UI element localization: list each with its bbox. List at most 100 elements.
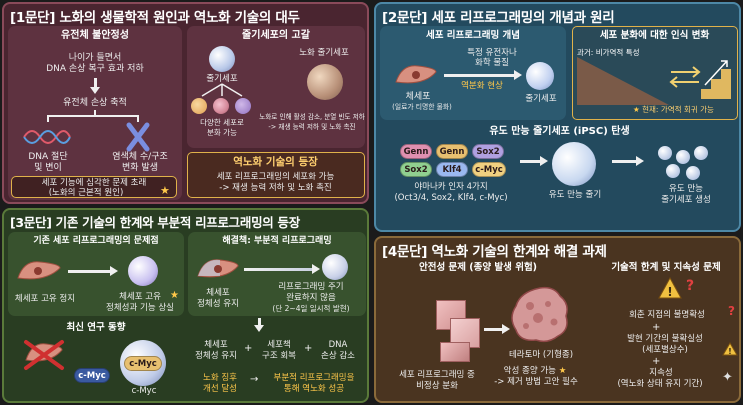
- swap-arrows-icon: [669, 66, 701, 88]
- somatic-2: (일료가 티명한 물화): [392, 103, 452, 111]
- svg-text:!: !: [728, 347, 732, 356]
- partial-cell-icon: [197, 259, 239, 278]
- warning-icon-2: !: [722, 342, 738, 356]
- solution-box: 해결책: 부분적 리프로그래밍 체세포 정체성 유지 리프로그래밍 주기 완료하…: [188, 232, 366, 316]
- reverse-label: 역분화 현상: [461, 81, 503, 91]
- plus-sign-1: +: [244, 343, 253, 354]
- chromosome-1: 염색체 수/구조: [112, 152, 168, 162]
- success-1: 부분적 리프로그래밍을: [273, 373, 355, 383]
- past-label: 과거: 비가역적 특성: [577, 48, 640, 57]
- rise-box: 역노화 기술의 등장 세포 리프로그래밍의 세포화 가능 -> 재생 능력 저하…: [187, 152, 365, 198]
- r1a: 체세포: [204, 340, 228, 350]
- diff-2: 분화 가능: [207, 128, 237, 137]
- cycle-3: (단 2~4일 일시적 발현): [272, 304, 350, 313]
- cycle-2: 완료하지 않음: [286, 293, 336, 303]
- tech-heading: 기술적 한계 및 지속성 문제: [611, 262, 721, 273]
- result-1: 유도 만능: [669, 184, 703, 194]
- factor-pill-1: Genn: [400, 144, 432, 159]
- uncertain-2b: (세포별상수): [642, 345, 688, 355]
- branch-lines: [47, 110, 139, 122]
- dna-break-2: 및 변이: [34, 163, 62, 173]
- dna-icon: [23, 130, 71, 144]
- rise-line-1: 세포 리프로그래밍의 세포화 가능: [216, 172, 335, 182]
- loss-2: 정체성과 기능 상실: [106, 303, 174, 313]
- panel-2-title: [2문단] 세포 리프로그래밍의 개념과 원리: [382, 10, 615, 26]
- stem-heading: 줄기세포의 고갈: [242, 30, 310, 41]
- factor-pill-3: Sox2: [472, 144, 504, 159]
- cmyc-badge: c-Myc: [124, 356, 162, 371]
- warning-icon: ! ?: [658, 276, 694, 299]
- r2a: 세포책: [267, 340, 291, 350]
- problem-heading: 기존 세포 리프로그래밍의 문제점: [33, 236, 159, 246]
- factor-pill-2: Genn: [436, 144, 468, 159]
- factor-2: 화학 물질: [475, 58, 509, 68]
- warning-line-1: 세포 기능에 심각한 문제 초래: [41, 178, 147, 188]
- rise-title: 역노화 기술의 등장: [233, 156, 318, 168]
- crossed-cell-icon: [24, 340, 64, 370]
- factor-pill-6: c-Myc: [472, 162, 506, 177]
- stem-cell-icon: [209, 46, 235, 72]
- small-cell-2: [676, 150, 690, 164]
- malignant-text: 악성 종양 가능: [503, 366, 556, 376]
- malignant-1: 악성 종양 가능 ★: [494, 366, 576, 376]
- r1b: 정체성 유지: [195, 351, 237, 361]
- diff-cell-3: [235, 98, 251, 114]
- arrow-right-icon: [520, 156, 548, 166]
- svg-text:?: ?: [686, 278, 694, 294]
- improve-1: 노화 징후: [203, 373, 237, 383]
- somatic-1: 체세포: [405, 92, 431, 102]
- star-icon: ★: [633, 105, 643, 114]
- factor-pill-5: Klf4: [436, 162, 468, 177]
- plus-sign-4: +: [652, 356, 661, 367]
- panel-1-title: [1문단] 노화의 생물학적 원인과 역노화 기술의 대두: [10, 10, 300, 26]
- solution-heading: 해결책: 부분적 리프로그래밍: [222, 236, 332, 246]
- chromosome-2: 변화 발생: [122, 163, 158, 173]
- factor-pill-4: Sox2: [400, 162, 432, 177]
- cmyc-caption: c-Myc: [131, 386, 157, 396]
- uncertain-2a: 발현 기간의 불확실성: [627, 334, 703, 344]
- panel-1: [1문단] 노화의 생물학적 원인과 역노화 기술의 대두 유전체 불안정성 나…: [2, 2, 369, 204]
- damage-accum: 유전체 손상 축적: [63, 98, 127, 108]
- aging-desc-2: -> 재생 능력 저하 및 노화 촉진: [268, 123, 356, 131]
- now-text: 현재: 가역적 회귀 가능: [642, 105, 714, 114]
- arrow-right-icon: [244, 264, 320, 274]
- keep-2: 정체성 유지: [197, 299, 239, 309]
- small-cell-1: [658, 146, 672, 160]
- arrow-right-icon: [68, 266, 118, 276]
- arrow-down-icon: [254, 325, 264, 332]
- star-icon: ★: [170, 290, 179, 301]
- diff-heading: 세포 분화에 대한 인식 변화: [599, 30, 710, 41]
- cycle-1: 리프로그래밍 주기: [278, 282, 344, 292]
- r3b: 손상 감소: [321, 351, 355, 361]
- somatic-cell-icon: [395, 65, 437, 84]
- aged-stem-label: 노화 줄기세포: [299, 48, 349, 58]
- panel-3-title: [3문단] 기존 기술의 한계와 부분적 리프로그래밍의 등장: [10, 215, 300, 230]
- genome-instability-box: 유전체 불안정성 나이가 들면서 DNA 손상 복구 효과 저하 유전체 손상 …: [8, 26, 182, 200]
- ipsc-heading: 유도 만능 줄기세포 (iPSC) 탄생: [489, 126, 630, 137]
- factor-1: 특정 유전자나: [467, 48, 517, 58]
- ipsc-sphere-icon: [552, 142, 596, 186]
- aged-stem-icon: [307, 64, 343, 100]
- result-2: 줄기세포 생성: [661, 195, 711, 205]
- concept-heading: 세포 리프로그래밍 개념: [425, 30, 520, 41]
- success-2: 통해 역노화 성공: [283, 384, 345, 394]
- arrow-shaft: [258, 318, 261, 326]
- somatic-cell-icon: [17, 261, 61, 280]
- uncertain-1: 회춘 지점의 불명확성: [629, 310, 705, 320]
- diff-cell-1: [191, 98, 207, 114]
- safety-heading: 안전성 문제 (종양 발생 위험): [418, 262, 538, 273]
- concept-box: 세포 리프로그래밍 개념 특정 유전자나 화학 물질 역분화 현상 체세포 (일…: [380, 26, 566, 120]
- arrow-down-icon: [90, 87, 100, 94]
- stem-label: 줄기세포: [525, 94, 557, 104]
- small-cell-5: [686, 166, 700, 180]
- cell-layer-3: [440, 342, 470, 362]
- r2b: 구조 회복: [262, 351, 296, 361]
- teratoma-label: 테라토마 (기형종): [508, 350, 574, 360]
- aging-desc-1: 노화로 인해 활성 감소, 분열 빈도 저하: [259, 113, 365, 121]
- halt-label: 체세포 고유 정지: [14, 294, 76, 304]
- yamanaka-2: (Oct3/4, Sox2, Klf4, c-Myc): [394, 193, 508, 203]
- now-label: ★ 현재: 가역적 회귀 가능: [633, 105, 714, 114]
- panel-4-title: [4문단] 역노화 기술의 한계와 해결 과제: [382, 244, 607, 260]
- panel-2: [2문단] 세포 리프로그래밍의 개념과 원리 세포 리프로그래밍 개념 특정 …: [374, 2, 741, 232]
- dna-break-1: DNA 절단: [28, 152, 68, 162]
